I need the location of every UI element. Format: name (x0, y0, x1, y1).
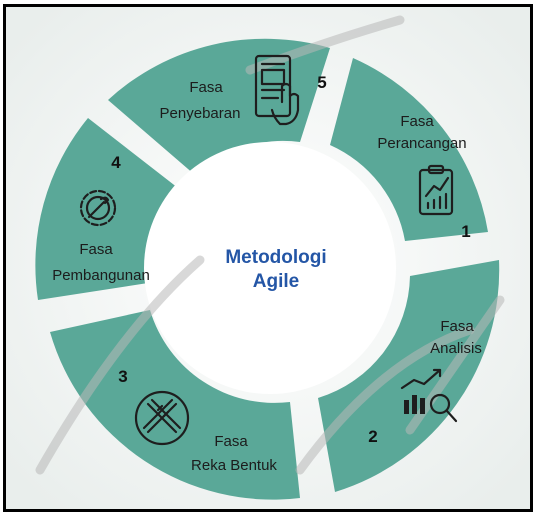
phase-3-label-line2: Reka Bentuk (191, 457, 277, 474)
phase-reka-bentuk: Fasa Reka Bentuk 3 (118, 367, 277, 474)
phase-5-label-line1: Fasa (189, 79, 223, 96)
phase-4-label-line2: Pembangunan (52, 267, 150, 284)
phase-2-label-line1: Fasa (440, 318, 474, 335)
phase-1-label-line1: Fasa (400, 113, 434, 130)
center-title-line2: Agile (253, 271, 299, 292)
phase-perancangan: Fasa Perancangan 1 (377, 113, 470, 241)
phase-4-label-line1: Fasa (79, 241, 113, 258)
chart-clipboard-icon (418, 164, 454, 216)
ring-segment-perancangan (330, 58, 488, 241)
analytics-magnifier-icon (400, 368, 458, 423)
touch-device-icon (254, 54, 300, 126)
ring-segment-pembangunan (35, 118, 178, 300)
phase-pembangunan: Fasa Pembangunan 4 (52, 153, 150, 284)
phase-1-number: 1 (461, 222, 470, 241)
phase-4-number: 4 (111, 153, 121, 172)
frame-border (3, 4, 533, 512)
gear-wrench-icon (79, 189, 117, 227)
center-circle (144, 142, 396, 394)
phase-3-label-line1: Fasa (214, 433, 248, 450)
phase-5-number: 5 (317, 73, 326, 92)
phase-5-label-line2: Penyebaran (160, 105, 241, 122)
phase-3-number: 3 (118, 367, 127, 386)
phase-2-label-line2: Analisis (430, 340, 482, 357)
center-title-line1: Metodologi (225, 247, 326, 268)
phase-2-number: 2 (368, 427, 377, 446)
phase-analisis: Fasa Analisis 2 (368, 318, 482, 446)
phase-1-label-line2: Perancangan (377, 135, 466, 152)
ring-segment-penyebaran (108, 38, 330, 175)
pencil-ruler-icon (134, 390, 190, 446)
phase-penyebaran: Fasa Penyebaran 5 (160, 54, 327, 126)
watermark (35, 15, 505, 475)
ring-segment-analisis (318, 260, 500, 492)
